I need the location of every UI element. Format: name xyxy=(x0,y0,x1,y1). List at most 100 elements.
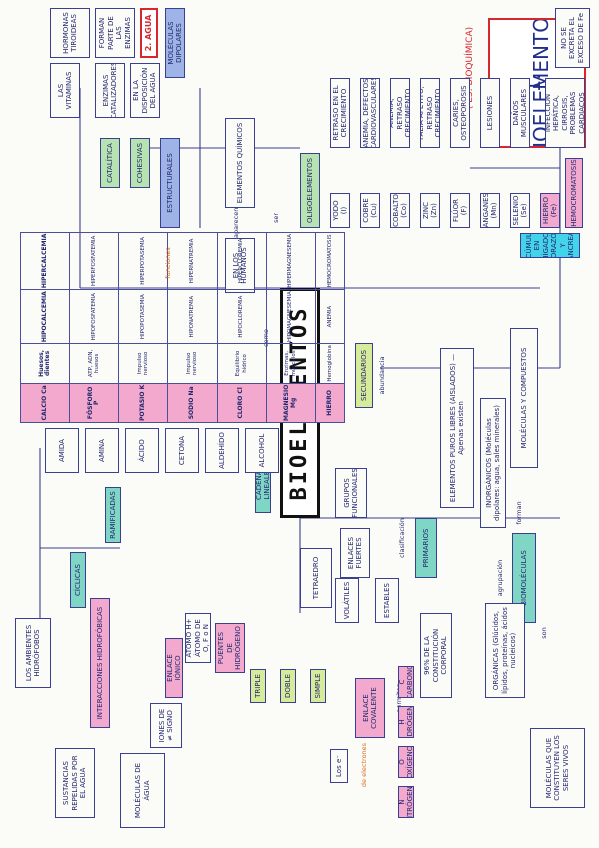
tbl-f6: Hemoglobina xyxy=(315,343,345,384)
oligo-cobre-text: COBRE (Cu) xyxy=(361,198,379,223)
hydrophobic-env: LOS AMBIENTES HIDRÓFOBOS xyxy=(15,618,51,688)
oligo-eff-5-text: LESIONES xyxy=(485,95,494,131)
oligo-eff-6-text: DAÑOS MUSCULARES xyxy=(511,88,529,138)
oligoelements: OLIGOELEMENTOS xyxy=(300,153,320,228)
ionic-bond: ENLACE IÓNICO xyxy=(165,638,183,698)
fg-cetona-text: CETONA xyxy=(177,435,186,466)
inorganic: INORGÁNICOS (Moléculas dipolares: agua, … xyxy=(480,398,506,528)
tbl-h5: MAGNESIO Mg xyxy=(266,383,316,423)
covalent-bond: ENLACE COVALENTE xyxy=(355,678,385,738)
chains-cyclic: CÍCLICAS xyxy=(70,552,86,608)
covalent-bond-text: ENLACE COVALENTE xyxy=(361,687,379,729)
tbl-d2: HIPOPOTASEMIA xyxy=(118,289,168,344)
oligo-excess-text: NO SE EXCRETA EL EXCESO DE Fe xyxy=(559,12,585,64)
tbl-h4: CLORO Cl xyxy=(217,383,267,423)
fn-vitaminas-text: LAS VITAMINAS xyxy=(56,71,74,110)
fn-enzimas: ENZIMAS CATALIZADORES xyxy=(95,63,125,118)
oligo-eff-0-text: RETRASO EN EL CRECIMIENTO xyxy=(331,85,349,141)
fg-alcohol: ALCOHOL xyxy=(245,428,279,473)
oligo-zinc-text: ZINC (Zn) xyxy=(421,202,439,219)
chains-tetra: TETRAEDRO xyxy=(300,548,332,608)
groups-text: GRUPOS FUNCIONALES xyxy=(342,468,360,518)
oligo-blue-text: ACÚMULO EN HÍGADO, CORAZÓN Y PÁNCREAS xyxy=(524,233,576,258)
oligo-eff-0: RETRASO EN EL CRECIMIENTO xyxy=(330,78,350,148)
fn-cohesivas: COHESIVAS xyxy=(130,138,150,188)
hydrophobic-text: INTERACCIONES HIDROFÓBICAS xyxy=(95,606,104,720)
oligo-zinc: ZINC (Zn) xyxy=(420,193,440,228)
secondary: SECUNDARIOS xyxy=(355,343,373,408)
bond-double: DOBLE xyxy=(280,669,296,703)
atom-n-text: N NITRÓGENO xyxy=(398,786,414,818)
fn-vitaminas: LAS VITAMINAS xyxy=(50,63,80,118)
tbl-h6: HIERRO xyxy=(315,383,345,423)
cyclic-text: CÍCLICAS xyxy=(73,564,82,596)
fn-estructurales-text: ESTRUCTURALES xyxy=(165,153,174,213)
organic: ORGÁNICAS (Glúcidos, lípidos, proteínas,… xyxy=(485,603,525,698)
oligo-hierro: HIERRO (Fe) xyxy=(540,193,560,228)
fg-acido: ÁCIDO xyxy=(125,428,159,473)
tbl-e2: HIPERPOTASEMIA xyxy=(118,232,168,290)
tetra-text: TETRAEDRO xyxy=(311,556,320,600)
tbl-d1: HIPOFOSFATEMIA xyxy=(69,289,119,344)
oligo-eff-5: LESIONES xyxy=(480,78,500,148)
simple-text: SIMPLE xyxy=(313,673,322,699)
shared-label: de electrones xyxy=(360,742,368,788)
primaries-volatiles: VOLÁTILES xyxy=(335,578,359,623)
fg-amina: AMINA xyxy=(85,428,119,473)
oligo-eff-6: DAÑOS MUSCULARES xyxy=(510,78,530,148)
hydrophobic: INTERACCIONES HIDROFÓBICAS xyxy=(90,598,110,728)
oligo-eff-2: ANEMIA, RETRASO CRECIMIENTO xyxy=(390,78,410,148)
oligo-yodo-text: YODO (I) xyxy=(331,200,349,221)
tbl-e5: HIPERMAGNESEMIA xyxy=(266,232,316,290)
def-elementos-quimicos: ELEMENTOS QUÍMICOS xyxy=(225,118,255,208)
fn-catalitica: CATALÍTICA xyxy=(100,138,120,188)
atom-c-text: C CARBONO xyxy=(398,666,414,698)
fn-dipolar: MOLÉCULAS DIPOLARES xyxy=(165,8,185,78)
biomolecules-text: BIOMOLÉCULAS xyxy=(519,550,528,606)
oligo-manganeso: MANGANESO (Mn) xyxy=(480,193,500,228)
tbl-e0: HIPERCALCEMIA xyxy=(20,232,70,290)
def-ser: ser xyxy=(272,212,280,224)
tbl-f5: Enzimas, músculos xyxy=(266,343,316,384)
oligo-hierro-text: HIERRO (Fe) xyxy=(541,197,559,224)
tbl-d0: HIPOCALCEMIA xyxy=(20,289,70,344)
oligo-eff-3-text: FALTA APETITO, RETRASO CRECIMIENTO xyxy=(420,86,440,140)
tbl-e3: HIPERNATREMIA xyxy=(167,232,217,290)
living-beings: MOLÉCULAS QUE CONSTITUYEN LOS SERES VIVO… xyxy=(530,728,585,808)
fg-alcohol-text: ALCOHOL xyxy=(257,433,266,468)
fg-aldehido-text: ALDEHÍDO xyxy=(217,432,226,469)
page-title-text: 1. BIOELEMENTOS xyxy=(520,18,554,148)
oligo-fluor: FLÚOR (F) xyxy=(450,193,470,228)
secondary-abundancia: abundancia xyxy=(378,356,386,395)
oligo-yodo: YODO (I) xyxy=(330,193,350,228)
living-beings-text: MOLÉCULAS QUE CONSTITUYEN LOS SERES VIVO… xyxy=(544,735,570,801)
tbl-e4: HIPERCLOREMIA xyxy=(217,232,267,290)
hydrogen-atoms-text: ÁTOMO H+ ÁTOMO DE O, F o N xyxy=(185,618,211,658)
oligo-cobre: COBRE (Cu) xyxy=(360,193,380,228)
tbl-d5: HIPOMAGNESEMIA xyxy=(266,289,316,344)
fn-label: funciones xyxy=(164,247,172,279)
fn-hormonas: HORMONAS TIROIDEAS xyxy=(50,8,90,58)
oligo-cobalto: COBALTO (Co) xyxy=(390,193,410,228)
oligo-eff-1-text: ANEMIA, DEFECTOS CARDIOVASCULARES xyxy=(361,78,379,148)
fn-enzimas-text: ENZIMAS CATALIZADORES xyxy=(101,63,119,118)
oligo-eff-4-text: CARIES, OSTEOPOROSIS xyxy=(451,85,469,141)
ionic-desc-text: IONES DE ≠ SIGNO xyxy=(157,708,175,743)
shared-electrons: Los e⁻ xyxy=(330,749,348,783)
atom-o-text: O OXÍGENO xyxy=(398,746,414,778)
forms-son: son xyxy=(540,627,548,639)
primaries-text: PRIMARIOS xyxy=(421,528,430,568)
tag-agua: 2. AGUA xyxy=(140,8,158,58)
double-text: DOBLE xyxy=(283,673,292,699)
atom-o: O OXÍGENO xyxy=(398,746,414,778)
water-molecules: MOLÉCULAS DE ÁGUA xyxy=(120,753,165,828)
atom-h-text: H HIDRÓGENO xyxy=(398,706,414,738)
atom-c: C CARBONO xyxy=(398,666,414,698)
fg-amina-text: AMINA xyxy=(97,439,106,462)
oligo-hemo-desc-text: INFECCIÓN HEPÁTICA, CIRROSIS, PROBLEMAS … xyxy=(545,91,585,135)
water-molecules-text: MOLÉCULAS DE ÁGUA xyxy=(134,762,151,819)
molecules-compounds: MOLÉCULAS Y COMPUESTOS xyxy=(510,328,538,468)
